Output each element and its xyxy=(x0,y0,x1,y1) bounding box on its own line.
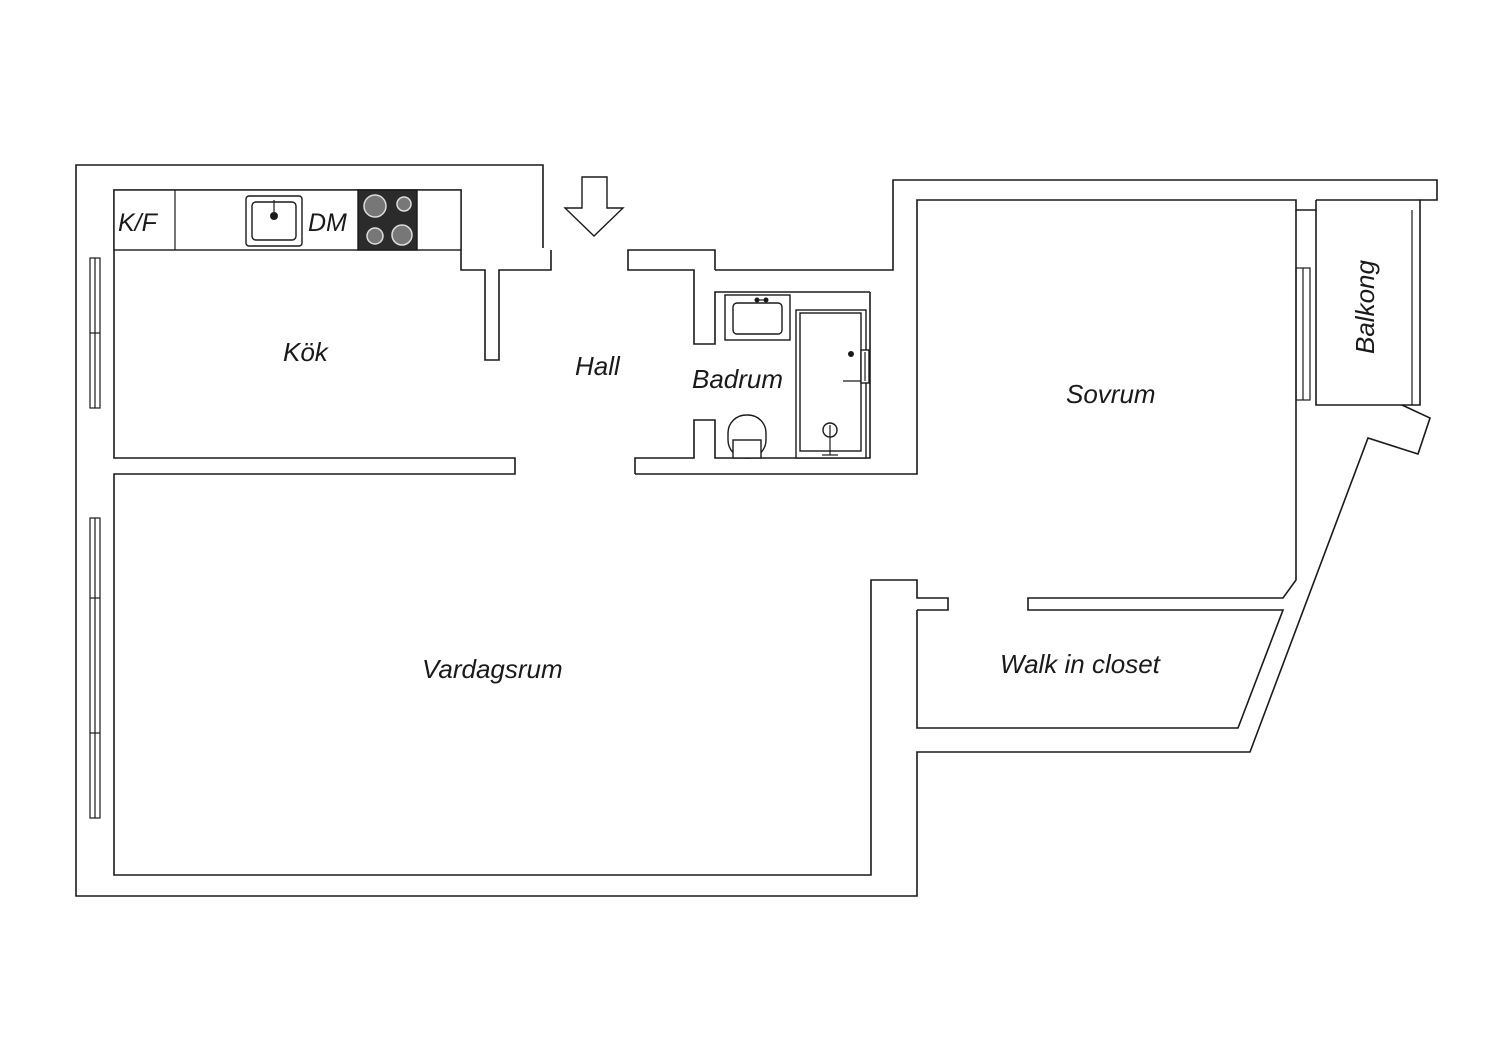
balcony xyxy=(1315,199,1421,406)
sink-icon xyxy=(245,195,303,247)
kitchen-inner-wall xyxy=(113,250,949,876)
room-labels: Kök Hall Badrum Sovrum Vardagsrum Walk i… xyxy=(283,260,1380,684)
kitchen-right-wall xyxy=(460,250,552,361)
room-label-bathroom: Badrum xyxy=(692,364,783,394)
entrance-arrow-icon xyxy=(563,176,625,237)
outer-wall-left-block xyxy=(75,164,1431,897)
room-label-bedroom: Sovrum xyxy=(1066,379,1156,409)
dishwasher-label: DM xyxy=(308,209,347,237)
room-label-balcony: Balkong xyxy=(1350,260,1380,354)
room-label-walk-in-closet: Walk in closet xyxy=(1000,649,1162,679)
bedroom-right-wall xyxy=(916,210,1297,729)
stove-icon xyxy=(357,189,418,251)
hall-lower-wall xyxy=(635,199,1316,475)
room-label-hall: Hall xyxy=(575,351,621,381)
room-label-kitchen: Kök xyxy=(283,337,330,367)
bathroom-fixtures xyxy=(724,294,870,459)
shower-icon xyxy=(795,309,870,459)
room-label-living-room: Vardagsrum xyxy=(422,654,563,684)
outer-wall-right-top xyxy=(627,249,870,345)
kitchen-counter: K/F DM xyxy=(113,189,462,251)
toilet-icon xyxy=(727,414,767,459)
fridge-freezer-label: K/F xyxy=(118,209,159,237)
outer-wall-bedroom-top xyxy=(715,179,1438,271)
washbasin-icon xyxy=(724,294,791,341)
walls xyxy=(75,164,1438,897)
